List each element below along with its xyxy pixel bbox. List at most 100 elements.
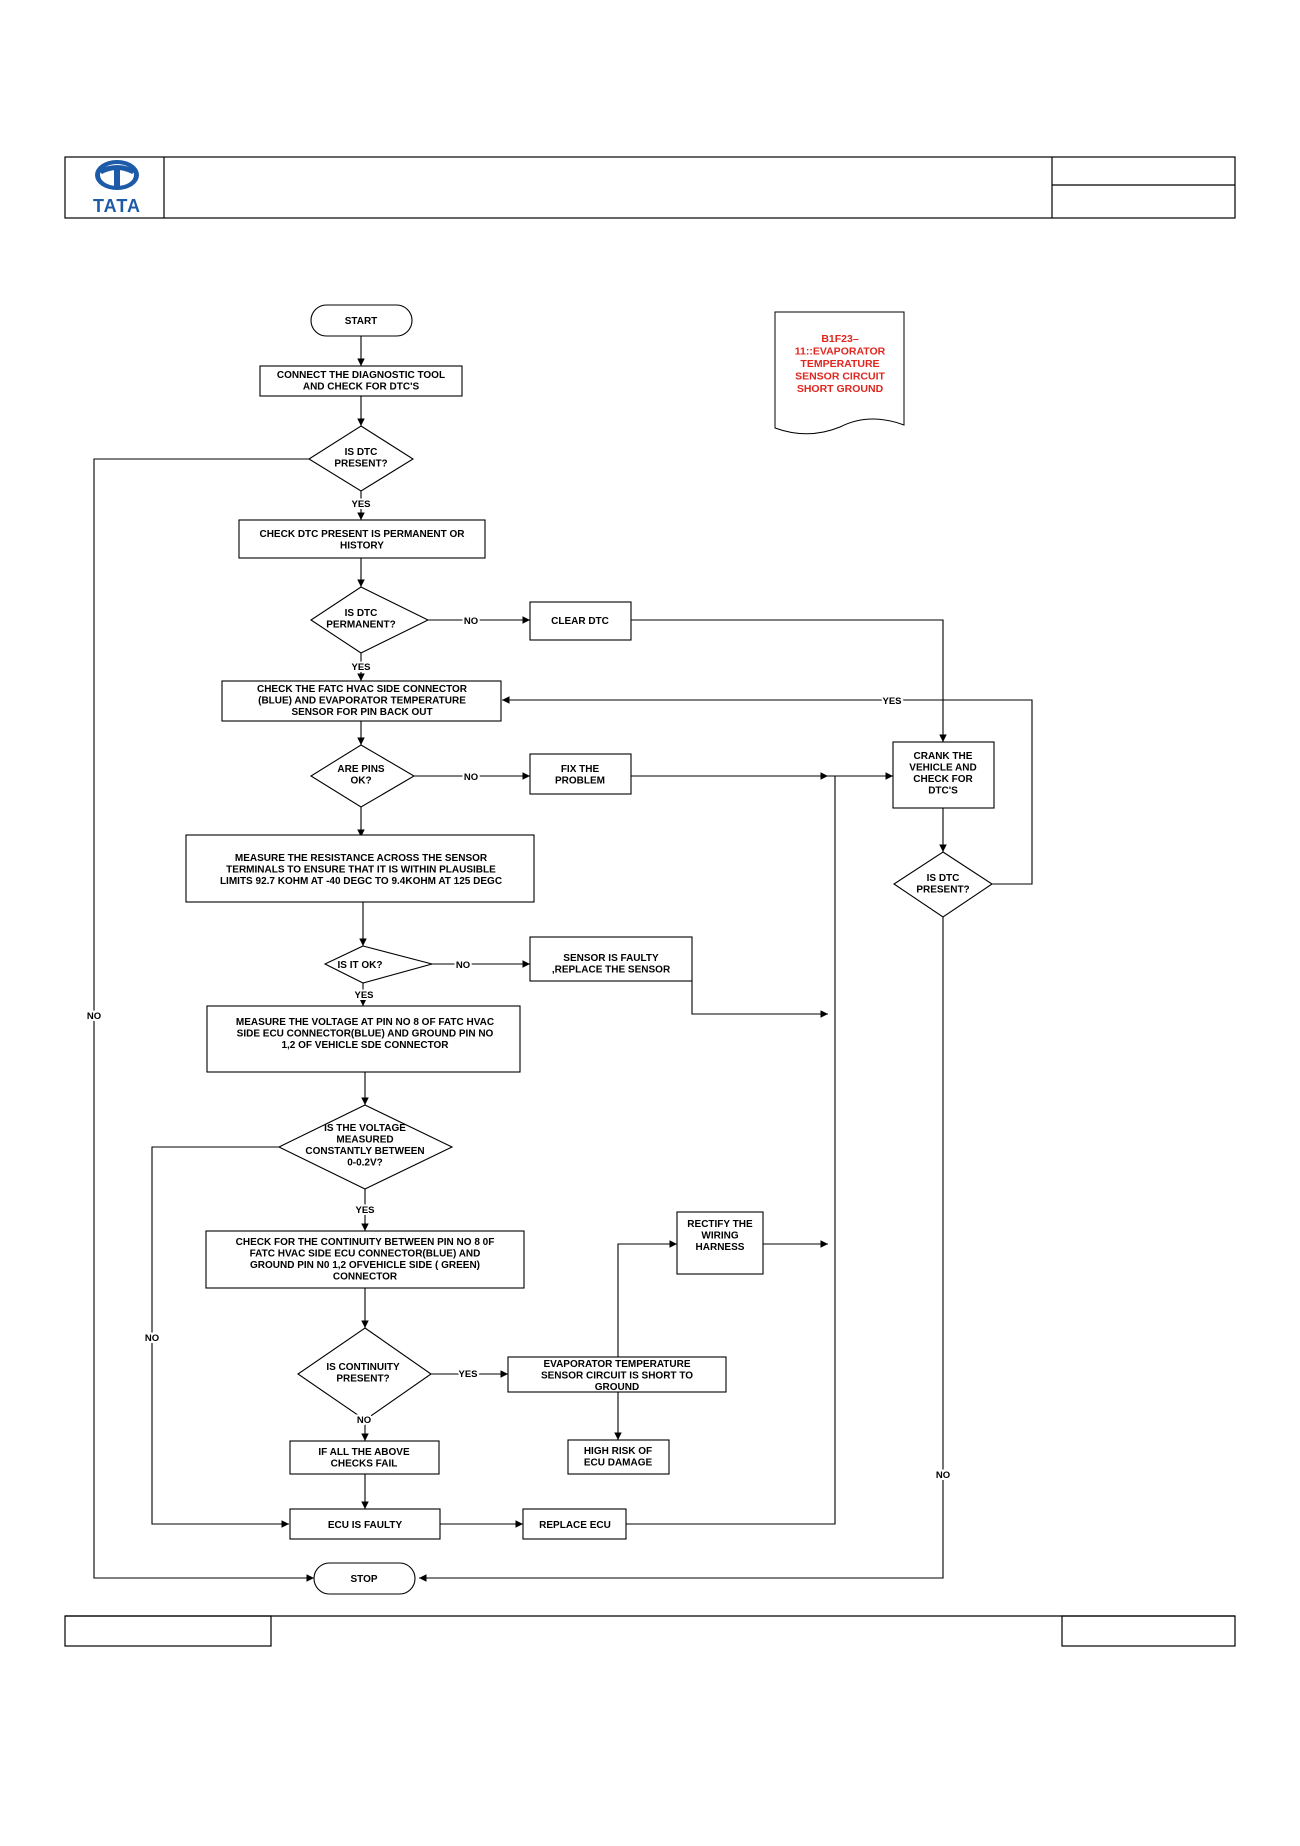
high-risk-label-line: ECU DAMAGE [584, 1458, 653, 1469]
crank-vehicle-label-line: CHECK FOR [913, 774, 973, 785]
edge-replace-bus [626, 776, 836, 1525]
check-continuity-label-line: GROUND PIN N0 1,2 OFVEHICLE SIDE ( GREEN… [250, 1260, 480, 1271]
check-continuity-label-line: FATC HVAC SIDE ECU CONNECTOR(BLUE) AND [250, 1249, 481, 1260]
short-to-ground-step [507, 1356, 727, 1393]
dtc-present-label-line: IS DTC [345, 447, 378, 458]
dtc-present-decision-2 [893, 851, 993, 918]
tata-emblem-icon [95, 160, 139, 190]
header-frame [64, 156, 1236, 219]
edge-label-q5-yes: YES [354, 990, 373, 1001]
dtc-present-label-line: PRESENT? [334, 459, 387, 470]
voltage-decision [277, 1104, 454, 1190]
dtc-present-label-2-line: PRESENT? [916, 885, 969, 896]
clear-dtc-label: CLEAR DTC [551, 616, 609, 627]
edge-label-q2-yes: YES [351, 662, 370, 673]
rectify-harness-label-line: RECTIFY THE [687, 1219, 753, 1230]
measure-voltage-label-line: 1,2 OF VEHICLE SDE CONNECTOR [281, 1040, 449, 1051]
edge-clear-crank [631, 619, 947, 742]
crank-vehicle-label-line: DTC'S [928, 786, 958, 797]
connect-tool-step [259, 365, 463, 397]
measure-resistance-label-line: LIMITS 92.7 KOHM AT -40 DEGC TO 9.4KOHM … [220, 876, 502, 887]
check-continuity-label-line: CHECK FOR THE CONTINUITY BETWEEN PIN NO … [236, 1237, 495, 1248]
sensor-faulty-step [529, 936, 693, 982]
tata-wordmark: TATA [93, 196, 141, 216]
voltage-label-line: MEASURED [336, 1135, 393, 1146]
dtc-tag-text-line: SENSOR CIRCUIT [795, 371, 885, 383]
replace-ecu-step [522, 1508, 627, 1540]
dtc-tag-text-line: SHORT GROUND [797, 383, 884, 395]
clear-dtc-step [529, 601, 632, 641]
all-fail-label-line: CHECKS FAIL [331, 1459, 398, 1470]
dtc-permanent-decision [310, 586, 430, 654]
start-label: START [345, 316, 378, 327]
edge-label-q6-no: NO [145, 1333, 159, 1344]
check-continuity-label: CHECK FOR THE CONTINUITY BETWEEN PIN NO … [236, 1237, 495, 1283]
rectify-harness-label-line: WIRING [701, 1231, 738, 1242]
voltage-label-line: 0-0.2V? [347, 1158, 383, 1169]
tata-logo: TATA [93, 160, 141, 216]
clear-dtc-label-line: CLEAR DTC [551, 616, 609, 627]
dtc-tag-text-line: B1F23– [821, 333, 859, 345]
fix-problem-label-line: FIX THE [561, 764, 600, 775]
check-permanent-step [238, 519, 486, 559]
continuity-decision [297, 1327, 432, 1421]
fix-problem-label-line: PROBLEM [555, 776, 605, 787]
stop-label: STOP [350, 1574, 377, 1585]
check-continuity-label-line: CONNECTOR [333, 1272, 398, 1283]
rectify-harness-step [676, 1211, 764, 1275]
edge-label-q1-yes: YES [351, 499, 370, 510]
crank-vehicle-label-line: CRANK THE [914, 751, 973, 762]
pins-ok-label-line: ARE PINS [337, 764, 385, 775]
ecu-faulty-step [289, 1508, 441, 1540]
all-fail-step [289, 1440, 440, 1475]
check-permanent-label-line: HISTORY [340, 541, 384, 552]
edge-q4-no [419, 917, 944, 1582]
is-it-ok-label-line: IS IT OK? [338, 960, 383, 971]
connect-tool-label-line: AND CHECK FOR DTC'S [303, 382, 420, 393]
measure-resistance-step [185, 834, 535, 903]
start-label-line: START [345, 316, 378, 327]
check-connector-label: CHECK THE FATC HVAC SIDE CONNECTOR(BLUE)… [257, 684, 468, 718]
check-continuity-step [205, 1230, 525, 1289]
fix-problem-step [529, 753, 632, 795]
start-terminal [310, 304, 413, 337]
edge-q1-no [93, 458, 314, 1582]
connect-tool-label-line: CONNECT THE DIAGNOSTIC TOOL [277, 370, 445, 381]
edge-labels: YES NO YES YES NO NO YES NO YES NO YES N… [85, 497, 952, 1483]
dtc-permanent-label-line: IS DTC [345, 608, 378, 619]
dtc-present-decision [307, 425, 415, 492]
crank-vehicle-label-line: VEHICLE AND [909, 763, 976, 774]
short-to-ground-label-line: EVAPORATOR TEMPERATURE [543, 1359, 690, 1370]
short-to-ground-label-line: SENSOR CIRCUIT IS SHORT TO [541, 1371, 693, 1382]
edge-label-q5-no: NO [456, 960, 470, 971]
high-risk-step [567, 1439, 670, 1475]
is-it-ok-decision [323, 945, 435, 984]
high-risk-label-line: HIGH RISK OF [584, 1446, 652, 1457]
measure-resistance-label-line: TERMINALS TO ENSURE THAT IT IS WITHIN PL… [226, 865, 496, 876]
check-connector-step [221, 680, 502, 722]
edge-label-q3-no: NO [464, 772, 478, 783]
edge-label-q4-yes: YES [882, 696, 901, 707]
measure-voltage-label-line: MEASURE THE VOLTAGE AT PIN NO 8 OF FATC … [236, 1017, 494, 1028]
stop-label-line: STOP [350, 1574, 377, 1585]
edge-label-q4-no: NO [936, 1470, 950, 1481]
dtc-tag-text-line: 11::EVAPORATOR [795, 346, 886, 358]
flow-connectors [93, 336, 1033, 1582]
all-fail-label-line: IF ALL THE ABOVE [318, 1447, 410, 1458]
voltage-label-line: IS THE VOLTAGE [324, 1123, 406, 1134]
measure-voltage-label-line: SIDE ECU CONNECTOR(BLUE) AND GROUND PIN … [237, 1029, 494, 1040]
